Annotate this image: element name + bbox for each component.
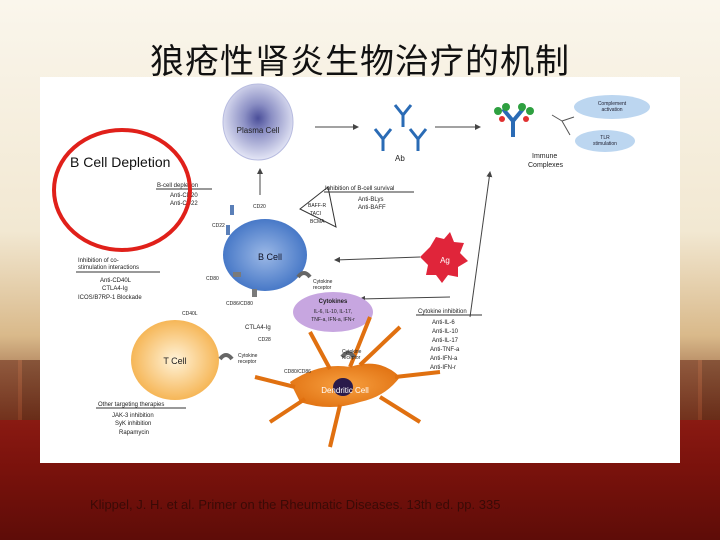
bcell-survival-heading: Inhibition of B-cell survival — [325, 186, 394, 192]
bubble-arrows — [551, 114, 575, 136]
b-cell — [223, 219, 307, 291]
bcell-depletion-heading: B-cell depletion — [157, 183, 198, 189]
cd40l-label: CD40L — [182, 311, 198, 317]
cytokine-receptor-b-icon — [296, 271, 312, 279]
pathway-arrows — [257, 124, 493, 318]
cd80cd86-label: CD80/CD86 — [284, 369, 311, 375]
cd28-label: CD28 — [258, 337, 271, 343]
complement-bubble — [574, 95, 650, 119]
cytokine-receptor-dc-icon — [340, 351, 356, 359]
cytokine-receptor-t-icon — [218, 353, 234, 361]
citation: Klippel, J. H. et al. Primer on the Rheu… — [90, 497, 501, 512]
ag-label: Ag — [440, 256, 450, 265]
cytokine-inhibition-item-0: Anti-IL-6 — [432, 320, 455, 326]
b-cell-depletion-annotation: B Cell Depletion — [70, 154, 171, 170]
cytokine-inhibition-item-2: Anti-IL-17 — [432, 338, 459, 344]
cytokine-inhibition-item-4: Anti-IFN-a — [430, 356, 458, 362]
cytokines-heading: Cytokines — [319, 299, 348, 305]
immune-complex-icon — [494, 103, 534, 137]
ctla4-label: CTLA4-Ig — [245, 325, 271, 331]
cytokine-inhibition-item-3: Anti-TNF-a — [430, 347, 460, 353]
cd86-label: CD86/CD80 — [226, 301, 253, 307]
antigen-icon — [420, 232, 468, 283]
antibody-icons — [373, 104, 428, 151]
other-therapies-item-2: Rapamycin — [119, 430, 149, 436]
costim-item-1: CTLA4-Ig — [102, 286, 128, 292]
b-cell-label: B Cell — [258, 252, 282, 262]
annotation-ring — [52, 128, 192, 252]
bcell-survival-item-0: Anti-BLys — [358, 197, 383, 203]
cytokines-item-0: IL-6, IL-10, IL-17, — [314, 309, 352, 315]
other-therapies-item-1: SyK inhibition — [115, 421, 151, 427]
baff-triangle — [299, 186, 337, 228]
cytokine-inhibition-item-1: Anti-IL-10 — [432, 329, 459, 335]
t-cell — [131, 320, 219, 400]
cytokine-inhibition-heading: Cytokine inhibition — [418, 309, 467, 315]
cytokines-cloud — [293, 292, 373, 332]
cd22-label: CD22 — [212, 223, 225, 229]
t-cell-label: T Cell — [163, 356, 186, 366]
cd20-label: CD20 — [253, 204, 266, 210]
ab-label: Ab — [395, 154, 405, 163]
receptor-icons — [226, 205, 257, 297]
plasma-cell — [222, 83, 294, 161]
dendritic-cell-label: Dendritic Cell — [321, 386, 369, 395]
other-therapies-item-0: JAK-3 inhibition — [112, 413, 154, 419]
dendritic-cell — [254, 316, 441, 448]
bcell-survival-item-1: Anti-BAFF — [358, 205, 386, 211]
tlr-bubble — [575, 130, 635, 152]
costim-item-0: Anti-CD40L — [100, 278, 132, 284]
cytokines-item-1: TNF-a, IFN-a, IFN-r — [311, 317, 355, 323]
other-therapies-heading: Other targeting therapies — [98, 402, 164, 408]
cd80-label: CD80 — [206, 276, 219, 282]
plasma-cell-label: Plasma Cell — [237, 126, 280, 135]
bcell-depletion-item-1: Anti-CD22 — [170, 201, 198, 207]
costim-item-2: ICOS/B7RP-1 Blockade — [78, 295, 142, 301]
slide-title: 狼疮性肾炎生物治疗的机制 — [150, 42, 570, 82]
bcell-depletion-item-0: Anti-CD20 — [170, 193, 198, 199]
costim-heading: Inhibition of co-stimulation interaction… — [78, 258, 139, 271]
cytokine-inhibition-item-5: Anti-IFN-r — [430, 365, 456, 371]
